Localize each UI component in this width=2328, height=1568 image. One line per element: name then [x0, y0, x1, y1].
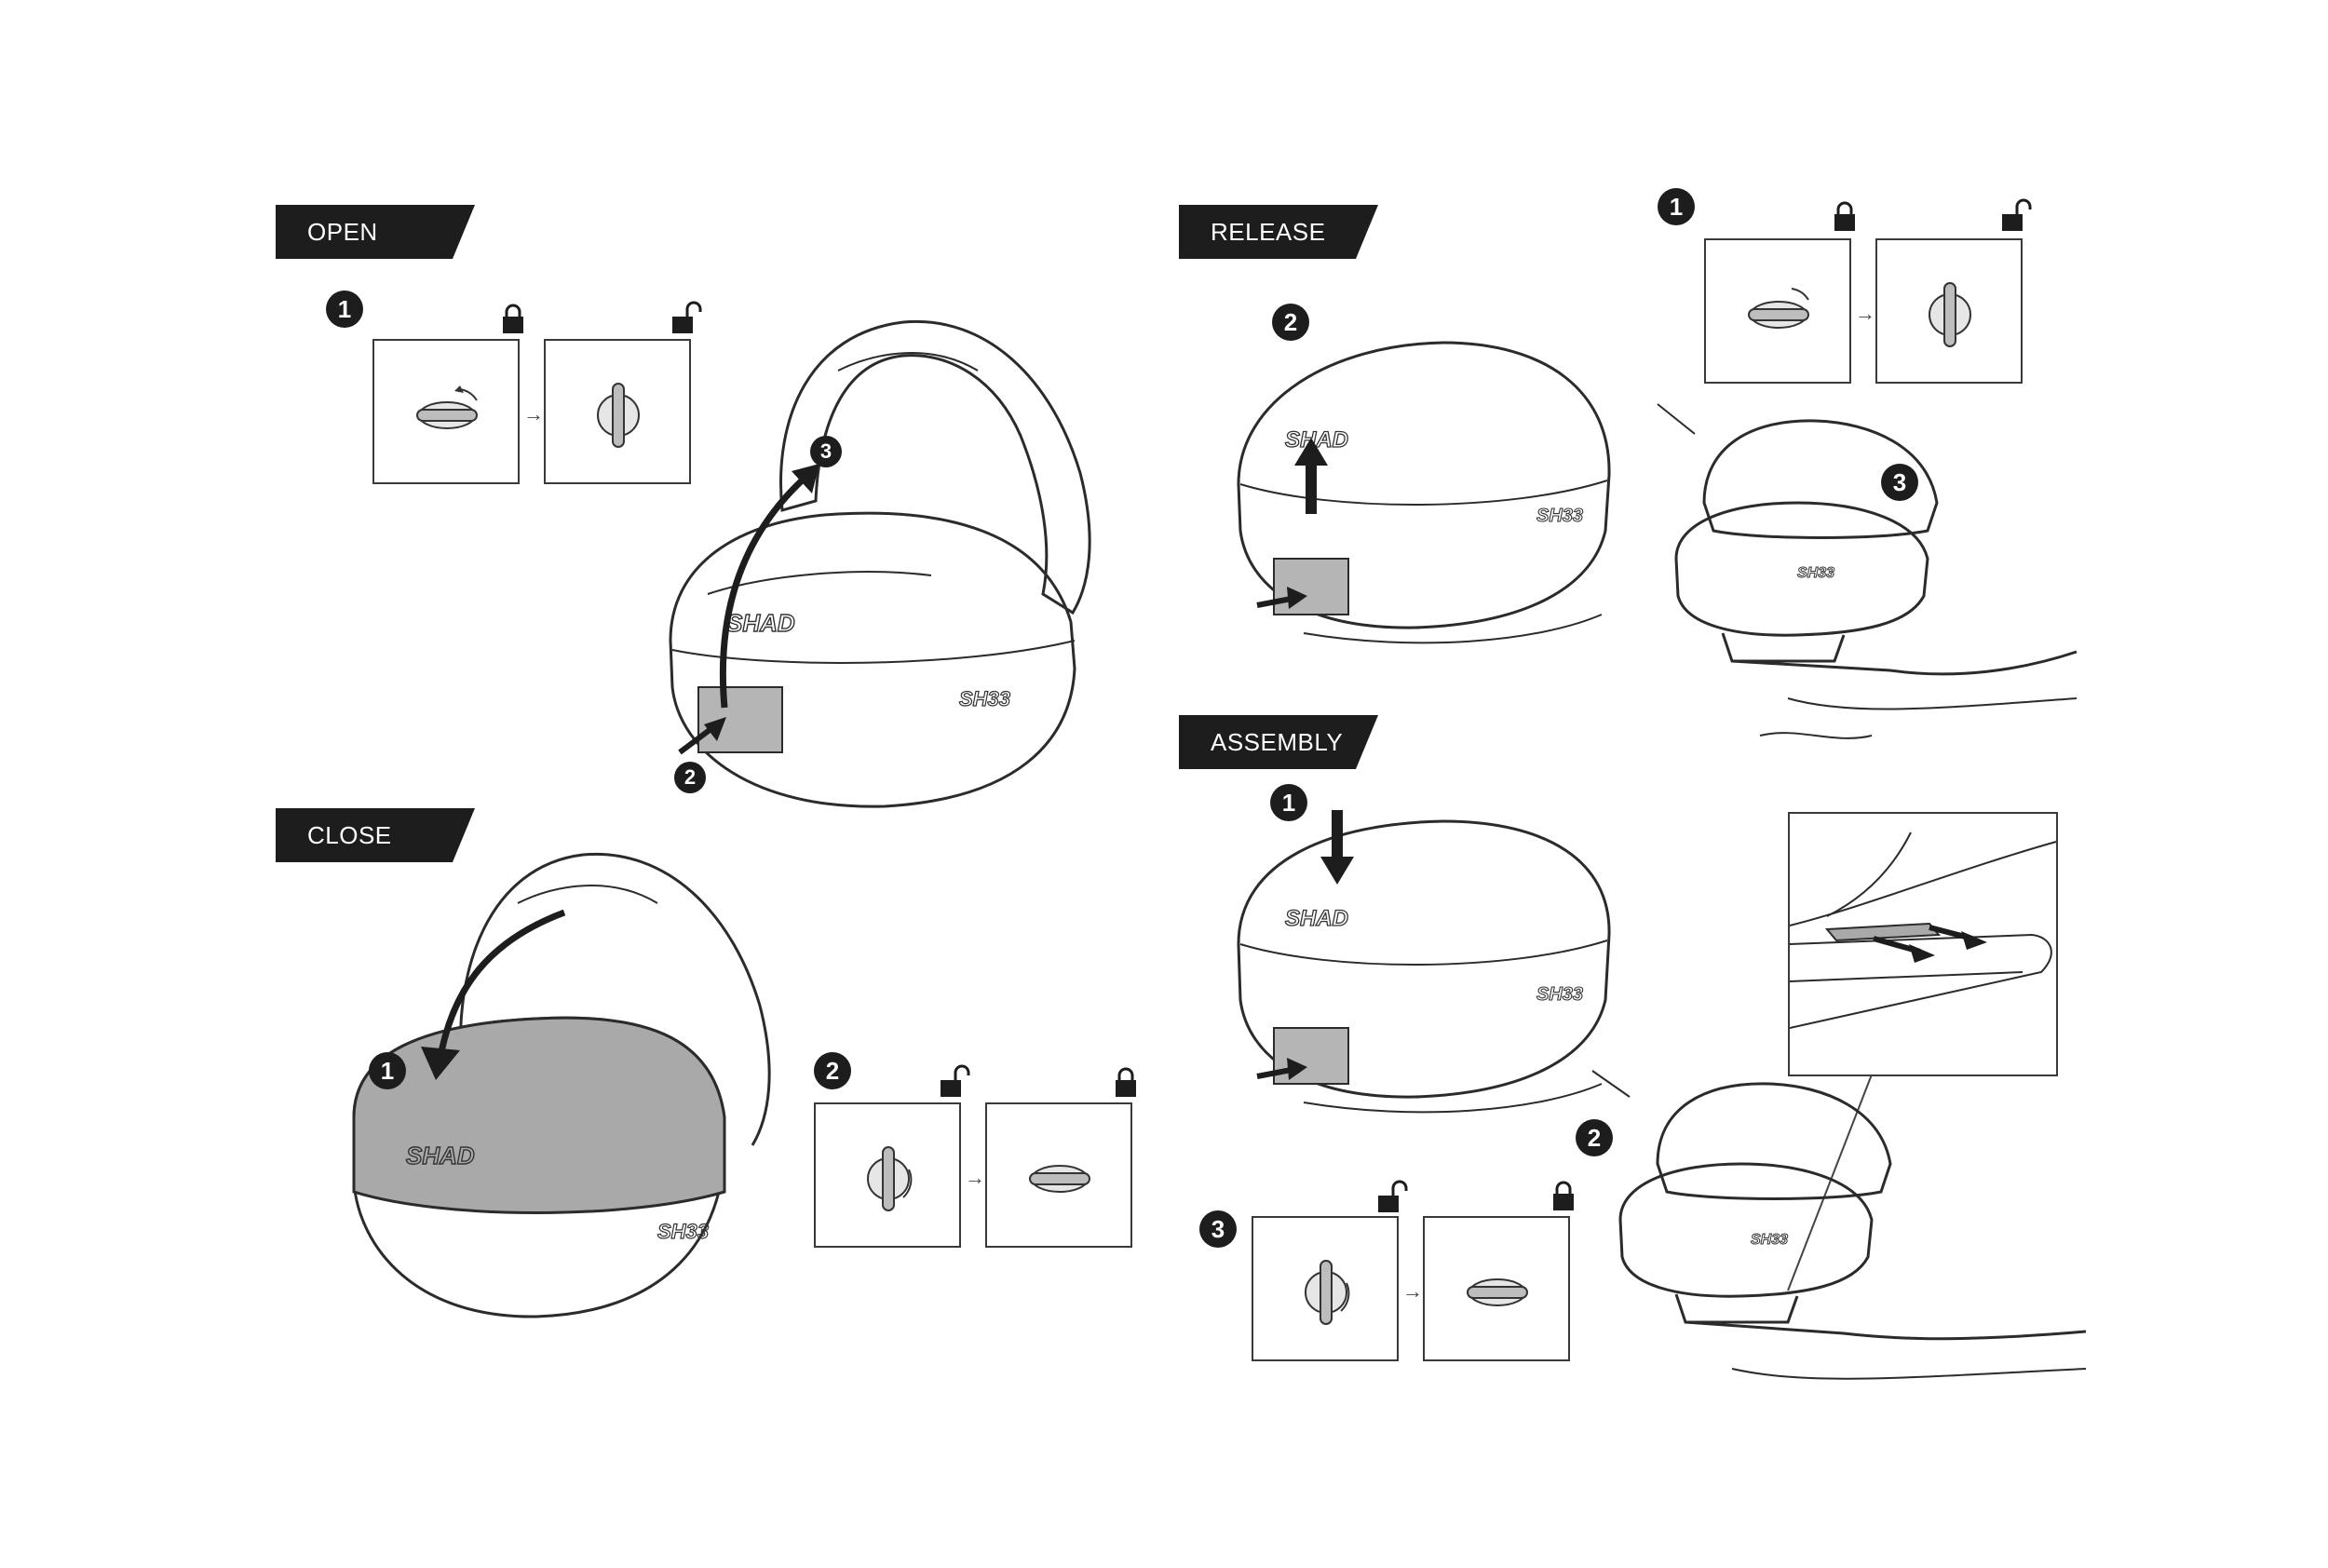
- shad-logo: SHAD: [406, 1142, 475, 1169]
- section-tag-open: OPEN: [276, 205, 475, 259]
- tag-shape: [276, 205, 475, 259]
- assembly-lock-box-unlocked: [1252, 1216, 1399, 1361]
- padlock-unlocked-icon: [1378, 1180, 1408, 1212]
- close-top-case-illustration: SHAD SH33: [352, 852, 771, 1318]
- open-step-1-badge: 1: [326, 291, 363, 328]
- release-top-case-illustration: SHAD SH33: [1237, 341, 1611, 644]
- open-lock-box-locked: [372, 339, 520, 484]
- section-title-assembly: ASSEMBLY: [1211, 728, 1344, 756]
- release-step-1-badge: 1: [1658, 188, 1695, 225]
- assembly-detail-inset: [1788, 812, 2058, 1076]
- key-horizontal-icon: [1029, 1165, 1090, 1193]
- model-logo: SH33: [1536, 506, 1583, 526]
- rack-latch-detail: [1790, 831, 2057, 1029]
- close-step-1-badge: 1: [369, 1052, 406, 1089]
- assembly-lock-box-locked: [1423, 1216, 1570, 1361]
- model-logo: SH33: [657, 1220, 709, 1243]
- padlock-unlocked-icon: [672, 301, 702, 333]
- padlock-locked-icon: [1116, 1067, 1136, 1097]
- key-horizontal-icon: [416, 385, 478, 429]
- key-horizontal-icon: [1748, 288, 1809, 329]
- release-step-2-badge: 2: [1272, 304, 1309, 341]
- release-motorcycle-rack-illustration: SH33: [1657, 403, 2078, 739]
- close-step-2-badge: 2: [814, 1052, 851, 1089]
- open-lock-box-unlocked: [544, 339, 691, 484]
- assembly-motorcycle-rack-illustration: SH33: [1591, 1070, 2086, 1380]
- padlock-locked-icon: [503, 304, 523, 333]
- tag-shape: [276, 808, 475, 862]
- assembly-step-1-badge: 1: [1270, 784, 1307, 821]
- release-lock-box-unlocked: [1875, 238, 2023, 384]
- padlock-unlocked-icon: [2002, 198, 2032, 231]
- model-logo: SH33: [1751, 1232, 1788, 1248]
- release-step-3-badge: 3: [1881, 464, 1918, 501]
- assembly-top-case-illustration: SHAD SH33: [1237, 810, 1611, 1114]
- section-tag-release: RELEASE: [1179, 205, 1378, 259]
- section-title-close: CLOSE: [307, 821, 392, 849]
- assembly-step-3-badge: 3: [1199, 1210, 1237, 1248]
- model-logo: SH33: [1536, 984, 1583, 1005]
- padlock-locked-icon: [1834, 201, 1855, 231]
- open-top-case-illustration: SHAD SH33: [669, 319, 1091, 808]
- assembly-step-2-badge: 2: [1576, 1119, 1613, 1156]
- close-lock-box-locked: [985, 1102, 1132, 1248]
- tag-shape: [1179, 205, 1378, 259]
- close-lock-box-unlocked: [814, 1102, 961, 1248]
- arrow-right-icon: →: [1855, 302, 1875, 325]
- arrow-right-icon: →: [523, 402, 544, 426]
- tag-shape: [1179, 715, 1378, 769]
- section-title-release: RELEASE: [1211, 218, 1326, 246]
- shad-logo: SHAD: [1285, 906, 1348, 931]
- open-step-2-badge: 2: [674, 762, 706, 793]
- section-title-open: OPEN: [307, 218, 378, 246]
- key-vertical-icon: [867, 1146, 913, 1211]
- open-step-3-badge: 3: [810, 436, 842, 467]
- section-tag-close: CLOSE: [276, 808, 475, 862]
- key-vertical-icon: [1929, 282, 1971, 347]
- key-vertical-icon: [597, 383, 640, 448]
- key-vertical-icon: [1305, 1260, 1350, 1325]
- padlock-unlocked-icon: [941, 1064, 970, 1097]
- arrow-right-icon: →: [1402, 1279, 1423, 1303]
- arrow-right-icon: →: [965, 1166, 985, 1189]
- key-horizontal-icon: [1467, 1278, 1528, 1306]
- model-logo: SH33: [1797, 565, 1834, 581]
- release-lock-box-locked: [1704, 238, 1851, 384]
- section-tag-assembly: ASSEMBLY: [1179, 715, 1378, 769]
- shad-logo: SHAD: [726, 609, 795, 637]
- padlock-locked-icon: [1553, 1181, 1574, 1210]
- model-logo: SH33: [959, 687, 1010, 710]
